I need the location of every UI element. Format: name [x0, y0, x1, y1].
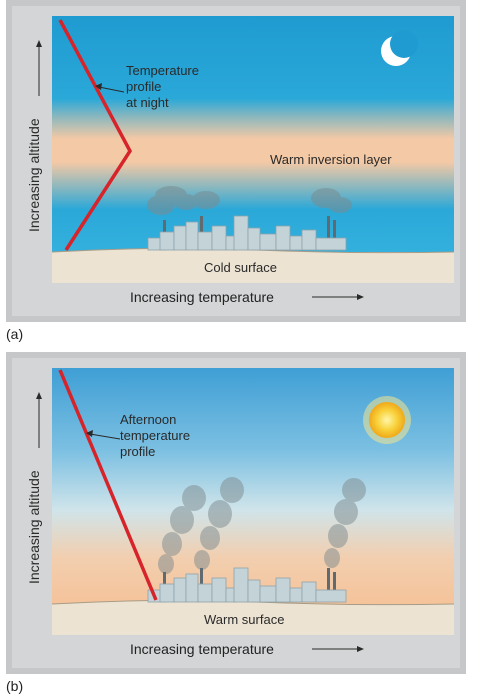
panel-b-x-axis-arrow: [312, 646, 364, 652]
panel-a-y-axis-label: Increasing altitude: [26, 118, 42, 232]
panel-b-profile-label-line-2: temperature: [120, 428, 191, 443]
panel-a-x-axis-arrow: [312, 294, 364, 300]
panel-b-ground: [52, 600, 454, 635]
panel-b-y-axis-label: Increasing altitude: [26, 470, 42, 584]
panel-b-x-axis-label: Increasing temperature: [130, 641, 274, 657]
panel-b-surface-label: Warm surface: [204, 612, 285, 627]
panel-a-label: (a): [6, 326, 24, 342]
panel-a-label-arrow: [95, 83, 125, 93]
panel-a-temperature-profile: [58, 19, 133, 251]
panel-b-figure: [6, 352, 466, 674]
panel-a-city: [147, 215, 347, 251]
moon-icon: [381, 30, 418, 66]
panel-b-label-arrow: [86, 430, 121, 440]
panel-a: Increasing altitude Temperature profile …: [6, 0, 466, 322]
panel-b-smokestacks: [163, 568, 336, 592]
panel-a-profile-label-line-3: at night: [126, 95, 169, 110]
panel-b-y-axis-arrow: [36, 392, 42, 448]
panel-b-temperature-profile: [58, 369, 158, 601]
panel-b-profile-label-line-3: profile: [120, 444, 156, 459]
panel-a-profile-label-line-1: Temperature: [126, 63, 199, 78]
panel-a-figure: [6, 0, 466, 322]
panel-b-profile-label-line-1: Afternoon: [120, 412, 177, 427]
panel-a-profile-label-line-2: profile: [126, 79, 162, 94]
panel-b-city: [147, 567, 347, 603]
panel-a-smokestacks: [163, 216, 336, 240]
panel-b-label: (b): [6, 678, 24, 694]
panel-a-smoke: [147, 186, 352, 215]
panel-a-inversion-layer-label: Warm inversion layer: [270, 152, 392, 167]
panel-a-x-axis-label: Increasing temperature: [130, 289, 274, 305]
panel-a-ground: [52, 248, 454, 283]
sun-icon: [363, 396, 411, 444]
panel-a-surface-label: Cold surface: [204, 260, 277, 275]
panel-b: Increasing altitude Afternoon temperatur…: [6, 352, 466, 674]
panel-a-y-axis-arrow: [36, 40, 42, 96]
panel-b-smoke: [158, 477, 366, 574]
